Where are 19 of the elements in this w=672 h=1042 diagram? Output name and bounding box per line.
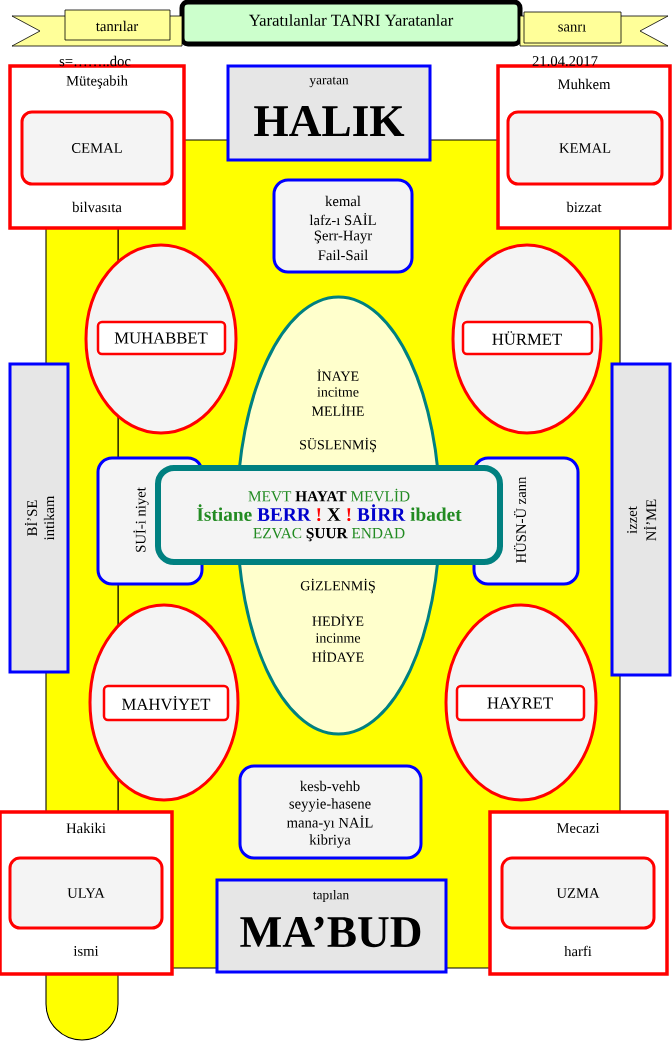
- term-box: HAYRET: [455, 684, 586, 722]
- name-box: yaratan HALIK: [226, 64, 432, 162]
- term-box: ULYA: [8, 856, 164, 930]
- name-box: tapılan MA’BUD: [215, 878, 448, 974]
- note-box: kesb-vehb seyyie-hasene mana-yı NAİL kibriya: [238, 764, 423, 860]
- date-label: 21.04.2017: [532, 56, 598, 66]
- term-box: UZMA: [500, 856, 656, 930]
- term-box: CEMAL: [20, 110, 174, 186]
- center-box: MEVT HAYAT MEVLİD İstiane BERR ! X ! BİRR ibadet EZVAC ŞUUR ENDAD: [155, 465, 503, 565]
- banner: sanrı: [519, 11, 669, 47]
- side-panel: Bİ’SE intikam: [8, 362, 70, 674]
- side-panel: izzet Nİ’ME: [610, 362, 672, 677]
- term-box: MAHVİYET: [102, 684, 230, 722]
- note-box: kemal lafz-ı SAİL Şerr-Hayr Fail-Sail: [272, 178, 414, 274]
- title-box: Yaratılanlar TANRI Yaratanlar: [179, 0, 523, 47]
- banner: tanrılar: [11, 9, 183, 47]
- term-box: KEMAL: [506, 110, 664, 186]
- term-box: MUHABBET: [96, 320, 227, 356]
- term-box: HÜRMET: [461, 320, 594, 356]
